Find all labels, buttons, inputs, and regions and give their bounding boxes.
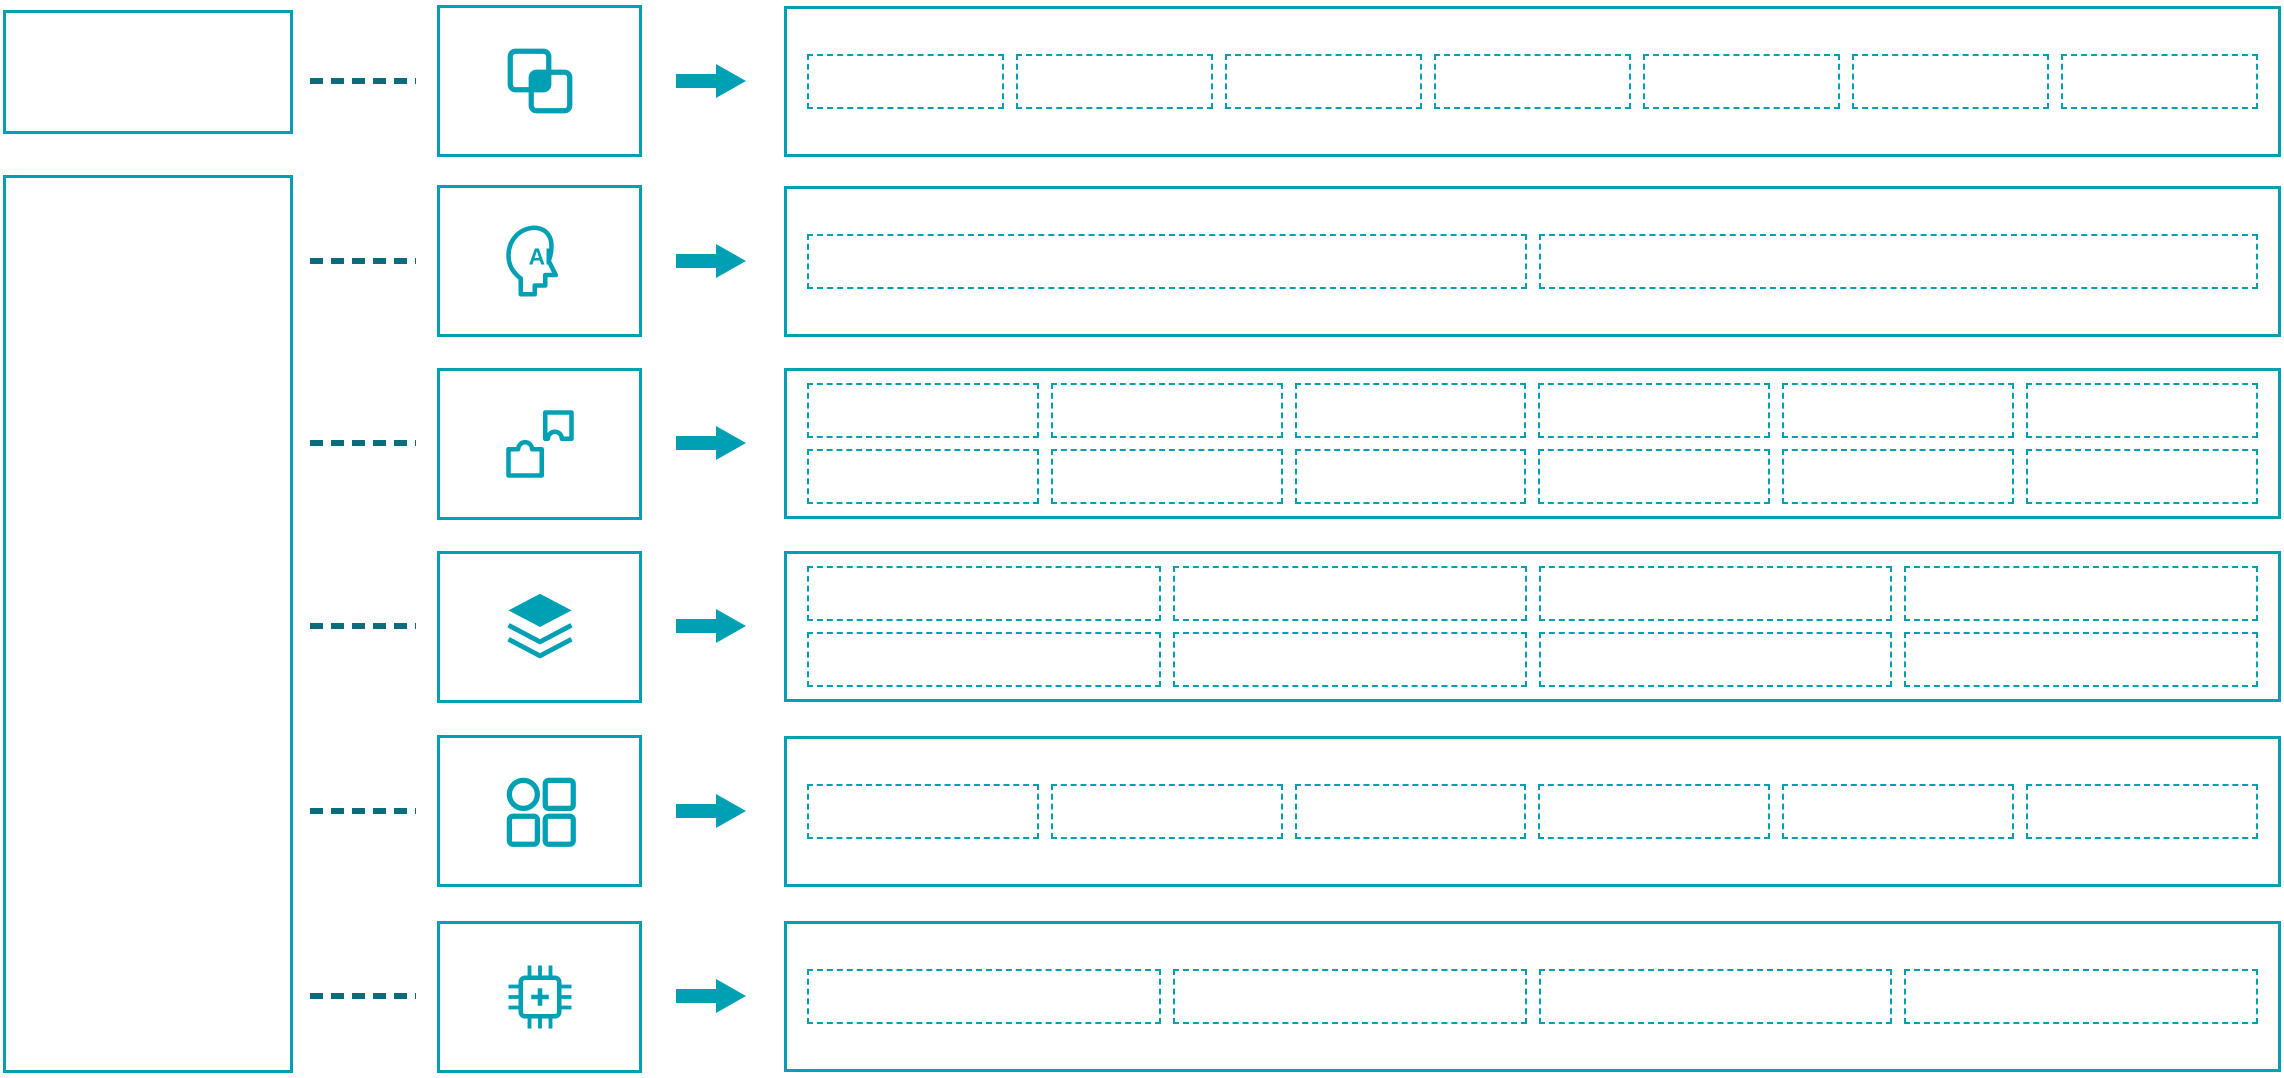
flow-arrow-icon [676, 977, 746, 1015]
placeholder-box [807, 234, 1527, 289]
placeholder-box [1538, 383, 1771, 438]
placeholder-box [1434, 54, 1631, 109]
placeholder-box [807, 969, 1161, 1024]
placeholder-box [1538, 784, 1771, 839]
dashed-connector [310, 78, 416, 84]
puzzle-icon [498, 402, 582, 486]
placeholder-box [1538, 632, 1893, 687]
icon-box-row-6 [437, 921, 642, 1073]
placeholder-box [1050, 383, 1283, 438]
modules-container-row-3 [784, 368, 2281, 519]
placeholder-row [807, 383, 2258, 438]
placeholder-box [1294, 449, 1527, 504]
placeholder-box [1050, 449, 1283, 504]
placeholder-box [1852, 54, 2049, 109]
placeholder-box [2026, 449, 2258, 504]
placeholder-box [1782, 449, 2015, 504]
dashed-connector [310, 623, 416, 629]
placeholder-row [807, 54, 2258, 109]
left-panel-main-box [3, 175, 293, 1073]
ai-head-icon: AI [498, 219, 582, 303]
app-grid-icon [498, 769, 582, 853]
placeholder-box [807, 784, 1039, 839]
placeholder-box [1904, 566, 2258, 621]
placeholder-row [807, 632, 2258, 687]
icon-box-row-5 [437, 735, 642, 887]
dashed-connector [310, 808, 416, 814]
placeholder-box [1538, 449, 1771, 504]
icon-box-row-3 [437, 368, 642, 520]
flow-arrow-icon [676, 242, 746, 280]
placeholder-row [807, 969, 2258, 1024]
icon-box-row-2: AI [437, 185, 642, 337]
placeholder-box [1016, 54, 1213, 109]
modules-container-row-5 [784, 736, 2281, 887]
flow-arrow-icon [676, 62, 746, 100]
placeholder-box [1172, 566, 1527, 621]
placeholder-box [1904, 969, 2258, 1024]
dashed-connector [310, 993, 416, 999]
icon-box-row-1 [437, 5, 642, 157]
placeholder-box [1050, 784, 1283, 839]
placeholder-box [2026, 784, 2258, 839]
flow-arrow-icon [676, 424, 746, 462]
placeholder-box [1538, 969, 1893, 1024]
flow-arrow-icon [676, 607, 746, 645]
modules-container-row-6 [784, 921, 2281, 1072]
placeholder-box [1172, 969, 1527, 1024]
placeholder-box [807, 383, 1039, 438]
left-panel-top-box [3, 10, 293, 134]
chip-icon [498, 955, 582, 1039]
placeholder-box [807, 632, 1161, 687]
placeholder-box [2026, 383, 2258, 438]
overlapping-squares-icon [498, 39, 582, 123]
placeholder-box [1538, 566, 1893, 621]
placeholder-box [1294, 784, 1527, 839]
placeholder-box [1643, 54, 1840, 109]
placeholder-row [807, 566, 2258, 621]
layers-icon [498, 585, 582, 669]
placeholder-row [807, 234, 2258, 289]
modules-container-row-4 [784, 551, 2281, 702]
placeholder-box [1782, 784, 2015, 839]
placeholder-box [1294, 383, 1527, 438]
placeholder-box [807, 54, 1004, 109]
placeholder-box [1782, 383, 2015, 438]
placeholder-box [807, 566, 1161, 621]
placeholder-box [807, 449, 1039, 504]
modules-container-row-2 [784, 186, 2281, 337]
placeholder-box [1172, 632, 1527, 687]
placeholder-row [807, 449, 2258, 504]
placeholder-box [1538, 234, 2258, 289]
placeholder-box [2061, 54, 2258, 109]
placeholder-row [807, 784, 2258, 839]
ai-label: AI [528, 244, 551, 270]
icon-box-row-4 [437, 551, 642, 703]
dashed-connector [310, 258, 416, 264]
flow-arrow-icon [676, 792, 746, 830]
placeholder-box [1225, 54, 1422, 109]
dashed-connector [310, 440, 416, 446]
modules-container-row-1 [784, 6, 2281, 157]
placeholder-box [1904, 632, 2258, 687]
